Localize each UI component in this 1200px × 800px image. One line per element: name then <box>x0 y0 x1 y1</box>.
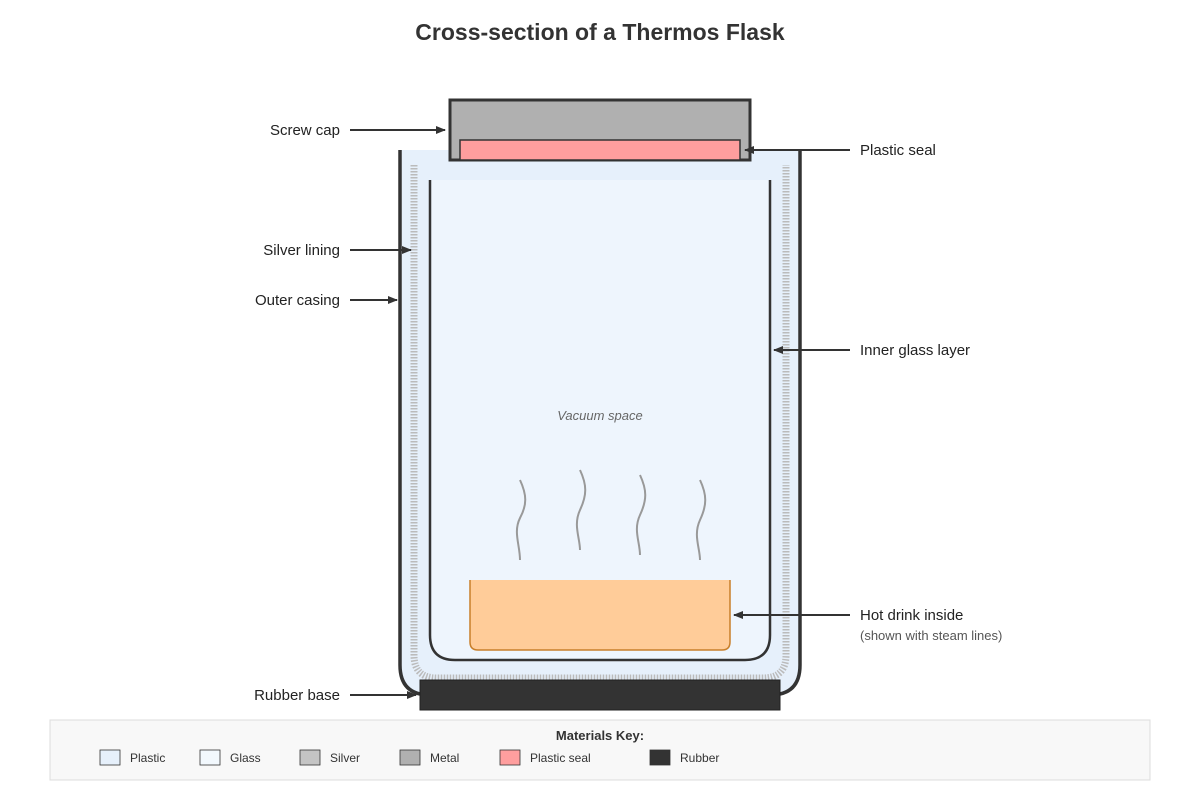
legend-swatch-plastic <box>99 749 121 766</box>
legend-label-plastic: Plastic <box>130 751 165 765</box>
hot-drink <box>470 580 730 650</box>
legend-box <box>49 719 1151 781</box>
legend-label-glass: Glass <box>230 751 261 765</box>
legend-swatch-glass <box>199 749 221 766</box>
silver-lining <box>410 165 790 682</box>
legend-swatch-silver <box>299 749 321 766</box>
legend-swatch-metal <box>399 749 421 766</box>
steam-line <box>575 469 587 551</box>
legend-swatch-rubber <box>649 749 671 766</box>
legend-swatch-plastic-seal <box>499 749 521 766</box>
legend-label-metal: Metal <box>430 751 459 765</box>
steam-line <box>515 479 527 561</box>
legend-label-plastic-seal: Plastic seal <box>530 751 591 765</box>
inner-glass-layer <box>430 180 770 660</box>
diagram-title: Cross-section of a Thermos Flask <box>415 19 785 45</box>
legend-title: Materials Key: <box>556 728 644 743</box>
legend-label-rubber: Rubber <box>680 751 719 765</box>
legend-label-silver: Silver <box>330 751 360 765</box>
steam-line <box>695 479 707 561</box>
rubber-base <box>419 679 781 711</box>
hot-drink-note: (shown with steam lines) <box>860 628 1002 643</box>
materials-key: Materials Key: Plastic Glass Silver Meta… <box>49 719 1151 781</box>
silver-lining-label: Silver lining <box>263 242 340 259</box>
outer-casing-label: Outer casing <box>255 292 340 309</box>
inner-glass-label: Inner glass layer <box>860 342 970 359</box>
screw-cap-label: Screw cap <box>270 122 340 139</box>
inner-glass-wall <box>428 180 772 662</box>
hot-drink-outline <box>469 580 731 651</box>
plastic-seal-label: Plastic seal <box>860 142 936 159</box>
vacuum-space-label: Vacuum space <box>557 408 643 423</box>
plastic-seal <box>459 139 741 161</box>
hot-drink-label: Hot drink inside <box>860 607 963 624</box>
steam-line <box>635 474 647 556</box>
rubber-base-label: Rubber base <box>254 687 340 704</box>
